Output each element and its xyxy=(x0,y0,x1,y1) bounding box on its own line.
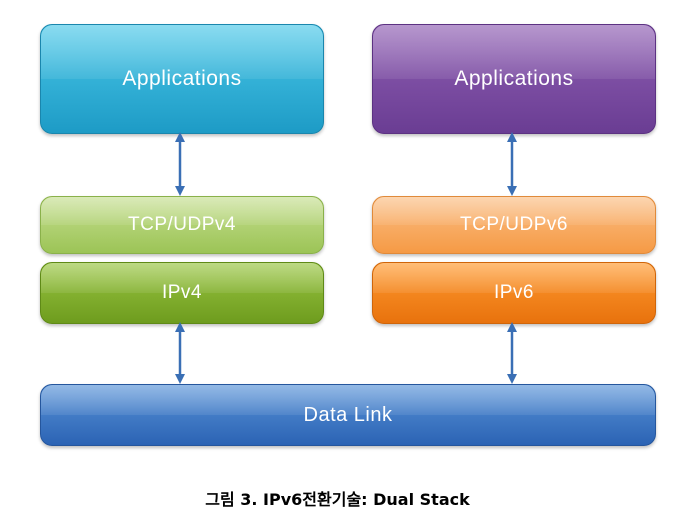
ipv6-box: IPv6 xyxy=(372,262,656,324)
tcp-udpv4-label: TCP/UDPv4 xyxy=(128,214,236,235)
data-link-box: Data Link xyxy=(40,384,656,446)
ipv4-label: IPv4 xyxy=(161,282,203,303)
ipv4-box: IPv4 xyxy=(40,262,324,324)
right-applications-box: Applications xyxy=(372,24,656,134)
ipv6-label: IPv6 xyxy=(493,282,535,303)
left-applications-box: Applications xyxy=(40,24,324,134)
left-applications-label: Applications xyxy=(122,67,242,90)
tcp-udpv6-label: TCP/UDPv6 xyxy=(460,214,568,235)
right-applications-label: Applications xyxy=(454,67,574,90)
tcp-udpv6-box: TCP/UDPv6 xyxy=(372,196,656,254)
figure-caption: 그림 3. IPv6전환기술: Dual Stack xyxy=(205,490,470,509)
tcp-udpv4-box: TCP/UDPv4 xyxy=(40,196,324,254)
data-link-label: Data Link xyxy=(303,403,393,426)
